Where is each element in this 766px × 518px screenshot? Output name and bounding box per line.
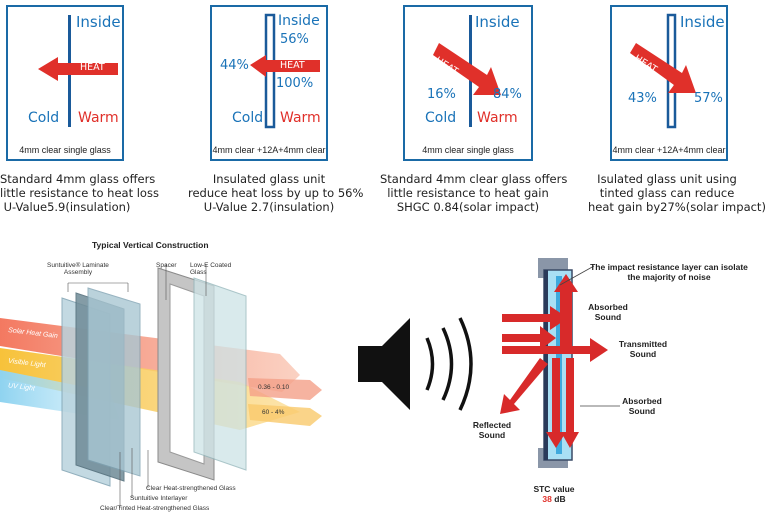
inside-label: Inside — [475, 13, 520, 31]
heat-loss-arrow-icon — [38, 15, 118, 127]
desc-line: little resistance to heat loss — [0, 186, 159, 200]
heat-label: HEAT — [80, 62, 105, 73]
desc-line: tinted glass can reduce — [599, 186, 735, 200]
warm-label: Warm — [477, 110, 518, 126]
laminate-label: Suntuitive® Laminate Assembly — [47, 262, 109, 276]
stc-unit: dB — [554, 494, 566, 504]
visible-value: 60 - 4% — [262, 409, 285, 416]
inside-label: Inside — [278, 13, 320, 29]
desc-line: Insulated glass unit — [212, 172, 326, 186]
reflected-sound-label: Reflected Sound — [472, 420, 512, 440]
stc-label: STC value — [533, 484, 575, 494]
speaker-icon — [358, 317, 473, 411]
panel-single-glass-heat-loss: Inside HEAT Cold Warm 4mm clear single g… — [6, 5, 124, 161]
desc-line: heat gain by27%(solar impact) — [588, 200, 766, 214]
reflected-percent: 43% — [628, 91, 657, 106]
heat-gain-arrow-icon — [433, 15, 501, 127]
glass-construction-diagram — [0, 258, 620, 508]
panel-insulated-heat-gain: Inside HEAT 43% 57% 4mm clear +12A+4mm c… — [610, 5, 728, 161]
panel-caption: 4mm clear +12A+4mm clear — [212, 145, 326, 155]
panel-single-glass-heat-gain: Inside HEAT 16% 84% Cold Warm 4mm clear … — [403, 5, 533, 161]
laminate-glass-3 — [87, 287, 141, 477]
cold-label: Cold — [232, 110, 264, 126]
desc-line: U-Value5.9(insulation) — [3, 200, 131, 214]
reflected-percent: 16% — [427, 87, 456, 102]
stc-reading: 38 dB — [522, 494, 586, 504]
transmitted-percent: 57% — [694, 91, 723, 106]
impact-layer-label: The impact resistance layer can isolate … — [590, 262, 748, 282]
transmitted-percent: 84% — [493, 87, 522, 102]
clear-glass-label: Clear Heat-strengthened Glass — [146, 485, 236, 492]
desc-line: U-Value 2.7(insulation) — [203, 200, 335, 214]
tinted-glass-label: Clear/Tinted Heat-strengthened Glass — [100, 505, 210, 512]
panel-caption: 4mm clear single glass — [19, 145, 111, 155]
transmitted-sound-label: Transmitted Sound — [618, 339, 668, 359]
stc-number: 38 — [542, 494, 552, 504]
inside-label: Inside — [680, 13, 725, 31]
outside-percent: 100% — [276, 76, 314, 91]
description-insulated-heat-loss: Insulated glass unit reduce heat loss by… — [188, 172, 364, 214]
stc-value-block: STC value 38 dB — [522, 484, 586, 504]
desc-line: Isulated glass unit using — [597, 172, 737, 186]
spacer-label: Spacer — [156, 262, 177, 269]
warm-label: Warm — [280, 110, 321, 126]
low-e-glass — [193, 277, 247, 471]
interlayer-label: Suntuitive Interlayer — [130, 495, 188, 502]
heat-label: HEAT — [280, 60, 305, 71]
desc-line: Standard 4mm clear glass offers — [380, 172, 568, 186]
description-single-heat-loss: Standard 4mm glass offers little resista… — [0, 172, 159, 214]
desc-line: little resistance to heat gain — [387, 186, 549, 200]
solar-value: 0.36 - 0.10 — [258, 384, 290, 391]
inside-label: Inside — [76, 13, 121, 31]
low-e-label: Low-E Coated Glass — [190, 262, 232, 276]
description-single-heat-gain: Standard 4mm clear glass offers little r… — [380, 172, 568, 214]
panel-caption: 4mm clear +12A+4mm clear — [612, 145, 726, 155]
absorbed-sound-label-2: Absorbed Sound — [622, 396, 662, 416]
cold-label: Cold — [425, 110, 457, 126]
sound-insulation-glass — [500, 258, 620, 468]
panel-insulated-heat-loss: Inside 56% 44% HEAT 100% Cold Warm 4mm c… — [210, 5, 328, 161]
panel-caption: 4mm clear single glass — [422, 145, 514, 155]
desc-line: SHGC 0.84(solar impact) — [396, 200, 540, 214]
description-insulated-heat-gain: Isulated glass unit using tinted glass c… — [588, 172, 766, 214]
tinted-heat-gain-arrow-icon — [630, 13, 696, 129]
absorbed-sound-label-1: Absorbed Sound — [588, 302, 628, 322]
cold-label: Cold — [28, 110, 60, 126]
insulated-heat-loss-arrow-icon — [250, 13, 320, 129]
warm-label: Warm — [78, 110, 119, 126]
construction-title: Typical Vertical Construction — [92, 240, 209, 250]
desc-line: Standard 4mm glass offers — [0, 172, 156, 186]
inside-percent: 56% — [280, 32, 309, 47]
desc-line: reduce heat loss by up to 56% — [188, 186, 364, 200]
reduction-percent: 44% — [220, 58, 249, 73]
